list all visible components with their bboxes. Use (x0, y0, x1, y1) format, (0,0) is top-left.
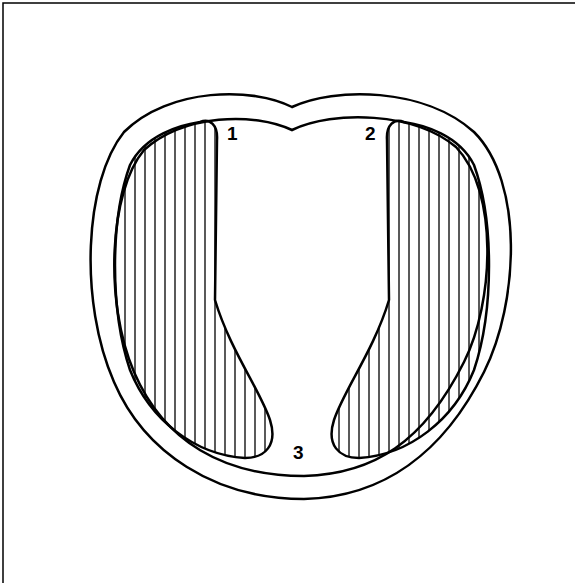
outer-wall (91, 94, 511, 499)
callout-number: 1 (227, 124, 238, 143)
frame-border (3, 3, 575, 583)
hatched-chamber-left (115, 121, 272, 458)
hatched-chamber-right (332, 121, 489, 458)
callout-number: 3 (293, 443, 304, 462)
callout-number: 2 (365, 124, 376, 143)
